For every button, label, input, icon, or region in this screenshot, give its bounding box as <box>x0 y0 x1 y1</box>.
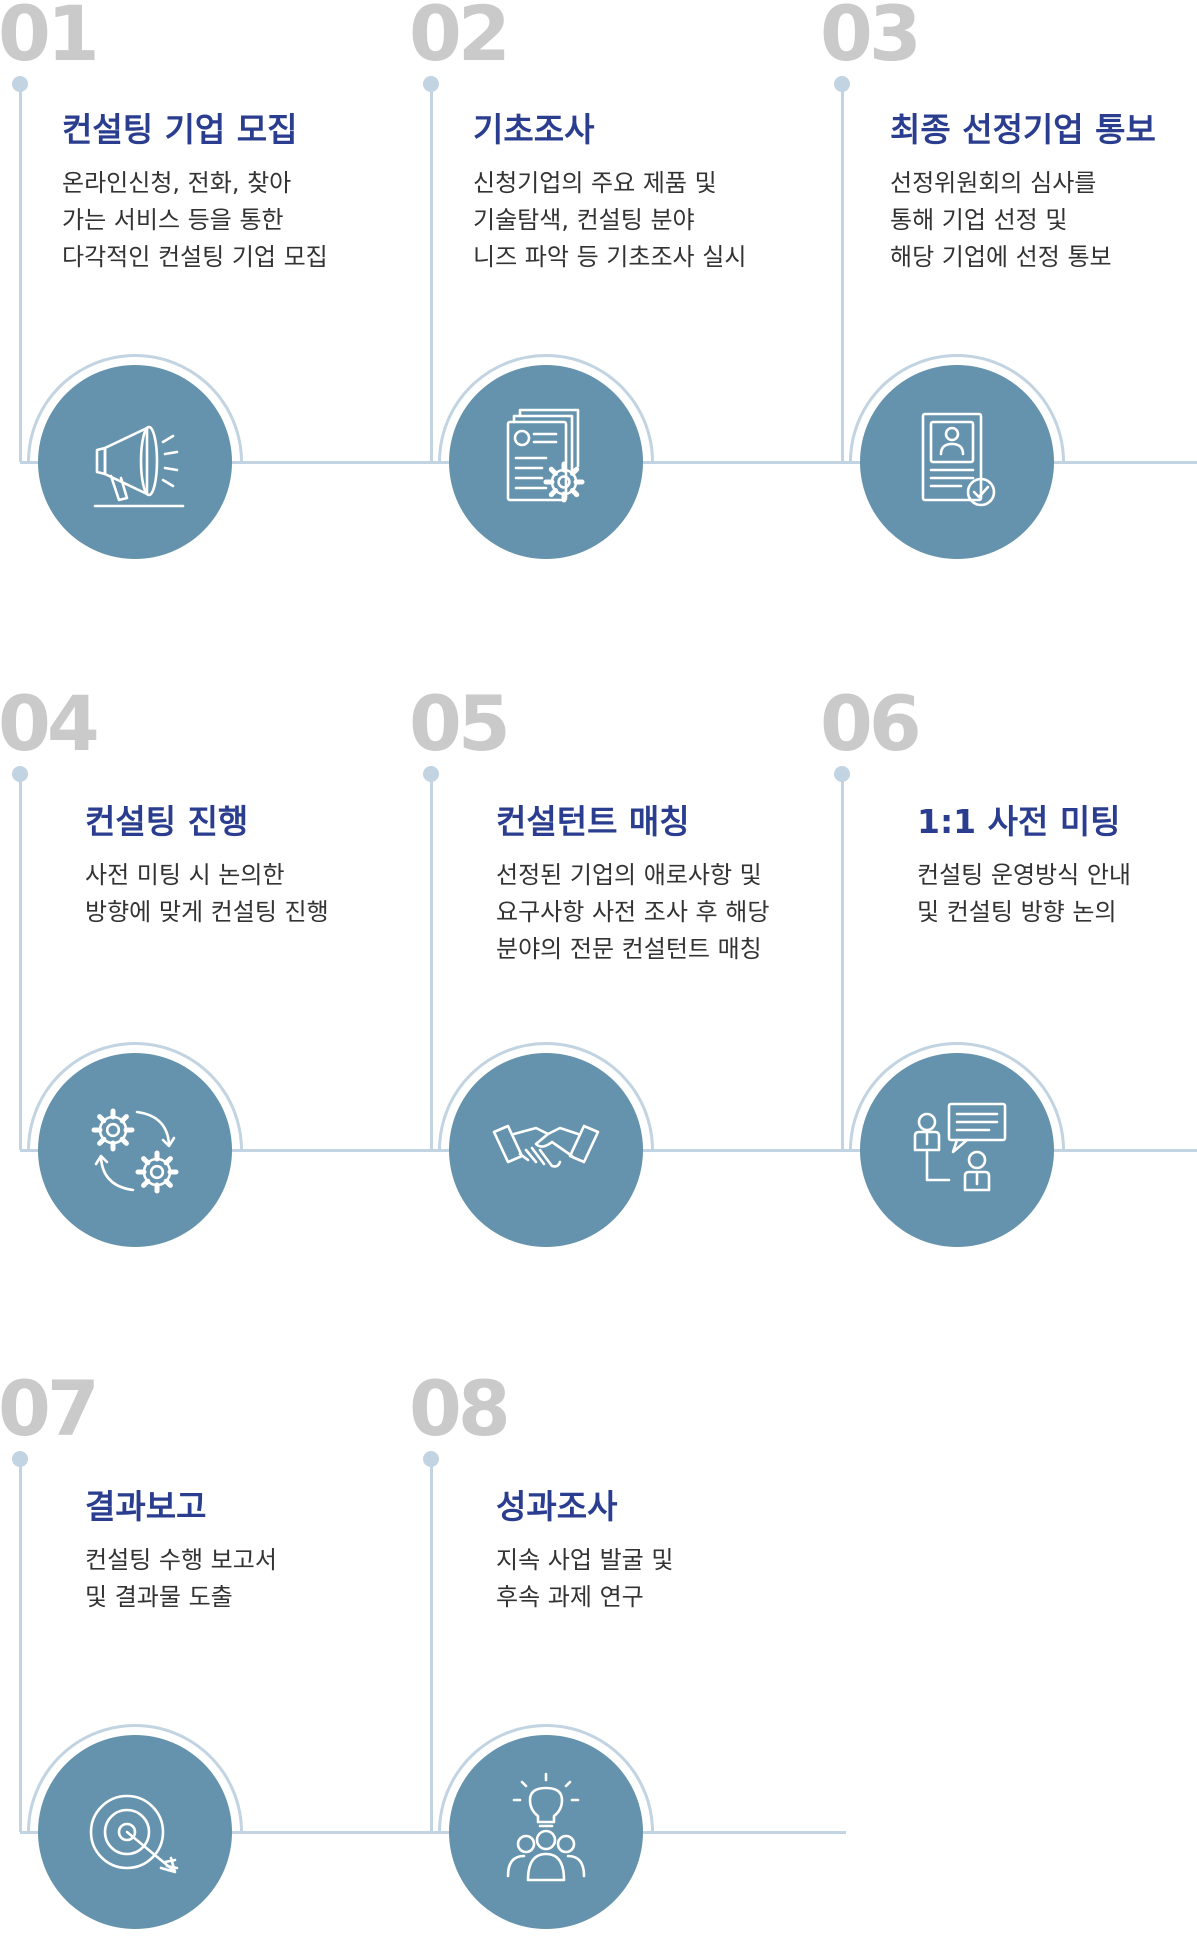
description-line: 신청기업의 주요 제품 및 <box>473 169 717 197</box>
description-line: 통해 기업 선정 및 <box>890 206 1068 234</box>
step-number: 07 <box>0 1364 100 1453</box>
icon-circle <box>860 365 1054 559</box>
description-line: 분야의 전문 컨설턴트 매칭 <box>496 935 762 963</box>
description-line: 및 컨설팅 방향 논의 <box>917 898 1117 926</box>
description-line: 지속 사업 발굴 및 <box>496 1546 674 1574</box>
description-line: 방향에 맞게 컨설팅 진행 <box>85 898 329 926</box>
description-line: 및 결과물 도출 <box>85 1583 233 1611</box>
description-line: 선정된 기업의 애로사항 및 <box>496 861 762 889</box>
step-title: 최종 선정기업 통보 <box>890 110 1156 149</box>
timeline-vertical-line <box>429 774 433 1150</box>
step-title: 기초조사 <box>473 110 595 149</box>
icon-circle <box>38 1735 232 1929</box>
icon-circle <box>449 1735 643 1929</box>
description-line: 기술탐색, 컨설팅 분야 <box>473 206 695 234</box>
step-title: 컨설팅 기업 모집 <box>62 110 298 149</box>
description-line: 컨설팅 수행 보고서 <box>85 1546 277 1574</box>
timeline-vertical-line <box>429 1459 433 1832</box>
timeline-vertical-line <box>18 774 22 1150</box>
timeline-vertical-line <box>840 84 844 462</box>
step-number: 03 <box>820 0 922 78</box>
description-line: 선정위원회의 심사를 <box>890 169 1097 197</box>
step-number: 01 <box>0 0 100 78</box>
icon-circle <box>38 1053 232 1247</box>
icon-circle <box>860 1053 1054 1247</box>
description-line: 후속 과제 연구 <box>496 1583 644 1611</box>
step-title: 결과보고 <box>85 1487 207 1526</box>
step-number: 06 <box>820 679 922 768</box>
step-title: 1:1 사전 미팅 <box>917 802 1121 841</box>
icon-circle <box>449 1053 643 1247</box>
timeline-vertical-line <box>18 84 22 462</box>
description-line: 다각적인 컨설팅 기업 모집 <box>62 243 328 271</box>
timeline-vertical-line <box>429 84 433 462</box>
step-title: 컨설턴트 매칭 <box>496 802 690 841</box>
description-line: 니즈 파악 등 기초조사 실시 <box>473 243 747 271</box>
step-number: 08 <box>409 1364 511 1453</box>
step-number: 05 <box>409 679 511 768</box>
description-line: 요구사항 사전 조사 후 해당 <box>496 898 770 926</box>
step-title: 컨설팅 진행 <box>85 802 249 841</box>
icon-circle <box>38 365 232 559</box>
description-line: 컨설팅 운영방식 안내 <box>917 861 1131 889</box>
icon-circle <box>449 365 643 559</box>
step-number: 04 <box>0 679 100 768</box>
step-title: 성과조사 <box>496 1487 618 1526</box>
description-line: 가는 서비스 등을 통한 <box>62 206 284 234</box>
step-number: 02 <box>409 0 511 78</box>
description-line: 온라인신청, 전화, 찾아 <box>62 169 292 197</box>
timeline-vertical-line <box>18 1459 22 1832</box>
description-line: 해당 기업에 선정 통보 <box>890 243 1112 271</box>
description-line: 사전 미팅 시 논의한 <box>85 861 285 889</box>
timeline-vertical-line <box>840 774 844 1150</box>
